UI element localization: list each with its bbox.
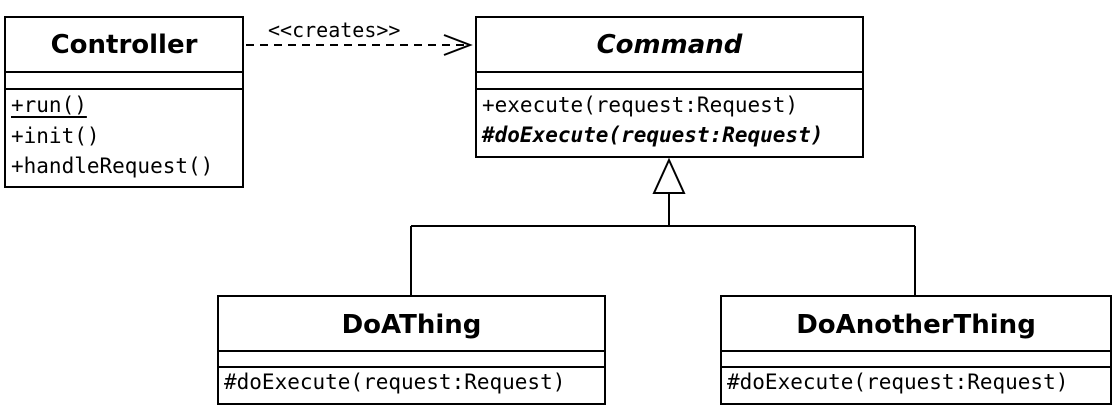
- operation-do-execute: #doExecute(request:Request): [727, 370, 1069, 394]
- operation-run: +run(): [11, 93, 87, 117]
- operation-handle-request: +handleRequest(): [11, 154, 214, 178]
- doanotherthing-attributes: [722, 352, 1110, 368]
- doanotherthing-class[interactable]: DoAnotherThing #doExecute(request:Reques…: [720, 295, 1112, 405]
- controller-operations: +run() +init() +handleRequest(): [6, 90, 242, 186]
- command-class[interactable]: Command +execute(request:Request) #doExe…: [475, 16, 864, 158]
- doathing-class-name: DoAThing: [219, 297, 604, 352]
- doathing-class[interactable]: DoAThing #doExecute(request:Request): [217, 295, 606, 405]
- operation-execute: +execute(request:Request): [482, 93, 799, 117]
- command-class-name: Command: [477, 18, 862, 73]
- doanotherthing-class-name: DoAnotherThing: [722, 297, 1110, 352]
- controller-class-name: Controller: [6, 18, 242, 73]
- creates-stereotype-label: <<creates>>: [268, 18, 401, 42]
- operation-do-execute: #doExecute(request:Request): [224, 370, 566, 394]
- operation-init: +init(): [11, 124, 100, 148]
- inheritance-triangle: [652, 157, 686, 194]
- command-attributes: [477, 73, 862, 90]
- operation-do-execute: #doExecute(request:Request): [482, 123, 824, 147]
- controller-class[interactable]: Controller +run() +init() +handleRequest…: [4, 16, 244, 188]
- controller-attributes: [6, 73, 242, 90]
- command-operations: +execute(request:Request) #doExecute(req…: [477, 90, 862, 156]
- doathing-attributes: [219, 352, 604, 368]
- doanotherthing-operations: #doExecute(request:Request): [722, 368, 1110, 403]
- creates-dependency-arrowhead: [443, 34, 473, 56]
- doathing-operations: #doExecute(request:Request): [219, 368, 604, 403]
